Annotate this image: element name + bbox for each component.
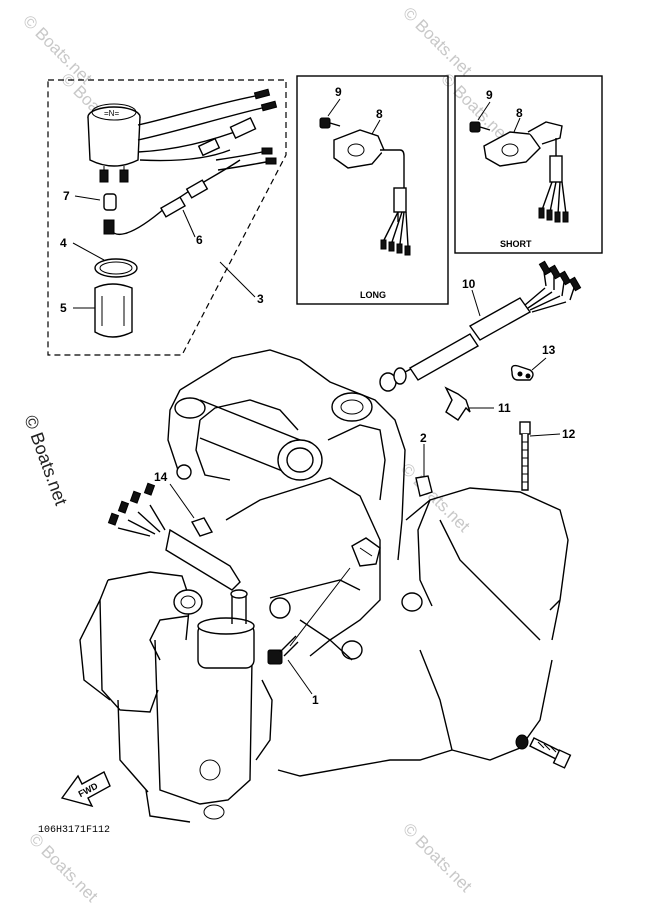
meter-wires bbox=[137, 88, 278, 171]
gauge-kit-dashed-outline bbox=[47, 79, 287, 356]
sender-long-box: 9 8 LONG bbox=[296, 75, 449, 305]
callout-5: 5 bbox=[60, 301, 67, 315]
trim-sender-long bbox=[333, 129, 385, 169]
callout-7: 7 bbox=[63, 189, 70, 203]
clip-2: 2 bbox=[415, 431, 433, 497]
clip-13: 13 bbox=[510, 343, 556, 381]
callout-9-long: 9 bbox=[335, 85, 342, 99]
trim-meter: =N= bbox=[87, 103, 141, 183]
watermark-top-left: © Boats.net bbox=[19, 11, 96, 88]
callout-2: 2 bbox=[420, 431, 427, 445]
lead-wire-10: 10 bbox=[379, 260, 582, 392]
trim-sender-short bbox=[483, 131, 541, 167]
sender-short-box: 9 8 SHORT bbox=[454, 75, 603, 254]
gauge-bracket bbox=[94, 283, 133, 338]
watermark-bottom-left: © Boats.net bbox=[25, 829, 102, 906]
clamp-11: 11 bbox=[444, 386, 511, 421]
callout-8-short: 8 bbox=[516, 106, 523, 120]
gauge-kit-group: =N= bbox=[47, 79, 287, 356]
diagram-code: 106H3171F112 bbox=[38, 825, 110, 836]
bolt-washer-right bbox=[515, 734, 572, 769]
callout-8-long: 8 bbox=[376, 107, 383, 121]
callout-13: 13 bbox=[542, 343, 556, 357]
long-box-label: LONG bbox=[360, 290, 386, 300]
screw-long bbox=[319, 117, 341, 129]
callout-4: 4 bbox=[60, 236, 67, 250]
watermark-top-right: © Boats.net bbox=[399, 3, 476, 80]
callout-10: 10 bbox=[462, 277, 476, 291]
screw-short bbox=[469, 121, 491, 133]
tilt-cylinder bbox=[117, 589, 273, 823]
short-box-label: SHORT bbox=[500, 239, 532, 249]
callout-12: 12 bbox=[562, 427, 576, 441]
gauge-cable bbox=[103, 159, 241, 235]
callout-6: 6 bbox=[196, 233, 203, 247]
watermark-bottom-right: © Boats.net bbox=[399, 819, 476, 896]
cable-tie-12: 12 bbox=[519, 421, 576, 491]
fwd-arrow: FWD bbox=[60, 771, 111, 808]
gauge-bulb bbox=[103, 193, 117, 211]
callout-1: 1 bbox=[312, 693, 319, 707]
callout-9-short: 9 bbox=[486, 88, 493, 102]
callout-3: 3 bbox=[257, 292, 264, 306]
swivel-bracket-assembly: 14 1 bbox=[79, 349, 572, 823]
meter-face-mark: =N= bbox=[104, 109, 119, 118]
bolt-1: 1 bbox=[267, 567, 351, 707]
callout-11: 11 bbox=[498, 401, 511, 415]
hose-14: 14 bbox=[107, 470, 241, 591]
watermark-main: © Boats.net bbox=[20, 413, 71, 508]
callout-14: 14 bbox=[154, 470, 168, 484]
